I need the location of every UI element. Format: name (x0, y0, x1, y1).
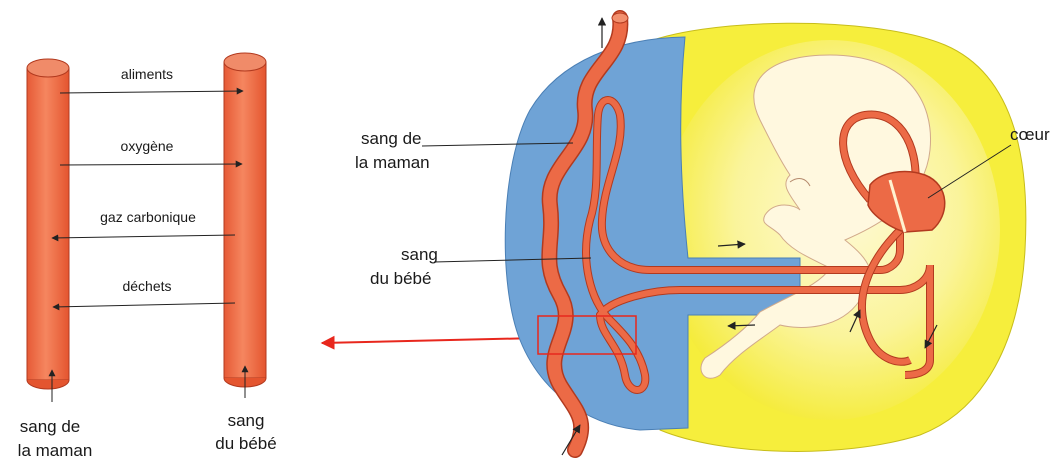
arrow-gaz-carbonique (52, 235, 235, 238)
label-gaz-carbonique: gaz carbonique (100, 209, 196, 225)
left-exchange-diagram: aliments oxygène gaz carbonique déchets … (18, 53, 277, 460)
label-mother-blood-line1: sang de (20, 417, 81, 436)
label-aliments: aliments (121, 66, 173, 82)
baby-blood-vessel (224, 53, 266, 387)
arrow-aliments (60, 91, 243, 93)
fetus-placenta-diagram: sang de la maman sang du bébé cœur (355, 13, 1050, 455)
label-right-mother-blood-line1: sang de (361, 129, 422, 148)
arrow-oxygene (60, 164, 242, 165)
label-right-mother-blood-line2: la maman (355, 153, 430, 172)
label-baby-blood-line1: sang (228, 411, 265, 430)
label-right-baby-blood-line2: du bébé (370, 269, 431, 288)
label-dechets: déchets (122, 278, 171, 294)
mother-blood-vessel (27, 59, 69, 389)
arrow-dechets (53, 303, 235, 307)
zoom-arrow (322, 338, 538, 343)
label-heart: cœur (1010, 125, 1050, 144)
label-oxygene: oxygène (121, 138, 174, 154)
label-mother-blood-line2: la maman (18, 441, 93, 460)
label-right-baby-blood-line1: sang (401, 245, 438, 264)
label-baby-blood-line2: du bébé (215, 434, 276, 453)
